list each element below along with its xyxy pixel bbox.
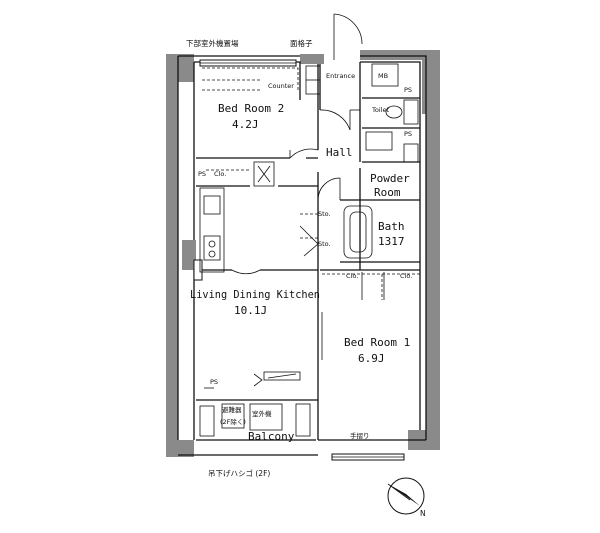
label-handrail: 手摺り: [350, 431, 370, 440]
label-bedroom2-name: Bed Room 2: [218, 102, 284, 115]
label-entrance: Entrance: [326, 72, 355, 80]
label-balcony-note-1: 避難器: [222, 405, 242, 414]
label-sto-2: Sto.: [318, 240, 331, 248]
label-powder-2: Room: [374, 186, 401, 199]
north-arrow: [387, 477, 425, 515]
label-mb: MB: [378, 72, 388, 80]
label-bedroom1-name: Bed Room 1: [344, 336, 410, 349]
label-balcony: Balcony: [248, 430, 295, 443]
label-bedroom1-size: 6.9J: [358, 352, 385, 365]
label-clo-3: Clo.: [400, 272, 412, 280]
counter-shelf: [202, 67, 299, 92]
label-sto-1: Sto.: [318, 210, 331, 218]
outer-walls: [166, 50, 440, 457]
label-north: N: [420, 509, 426, 518]
window-top: [193, 59, 405, 461]
label-top-right-note: 面格子: [290, 38, 313, 48]
wall-lines: [177, 55, 427, 456]
ldk-misc: [204, 371, 301, 389]
label-balcony-note-2: (2F除く): [220, 417, 246, 426]
label-hall: Hall: [326, 146, 353, 159]
label-bath-2: 1317: [378, 235, 405, 248]
label-ldk-name: Living Dining Kitchen: [190, 288, 320, 301]
label-toilet: Toilet: [371, 106, 389, 114]
label-clo-1: Clo.: [214, 170, 226, 178]
label-ps-1: PS: [404, 86, 412, 94]
kitchen-counter: [199, 161, 275, 273]
label-counter: Counter: [268, 82, 294, 90]
bath-tub: [343, 205, 373, 259]
closets: [206, 169, 420, 300]
entrance-area: [305, 63, 399, 95]
door-swings: [231, 13, 385, 360]
toilet-fixture: [365, 99, 419, 163]
label-ps-4: PS: [210, 378, 218, 386]
label-bottom-note: 吊下げハシゴ (2F): [208, 468, 270, 478]
label-top-left-note: 下部室外機置場: [186, 38, 239, 48]
label-ps-3: PS: [198, 170, 206, 178]
label-bedroom2-size: 4.2J: [232, 118, 259, 131]
label-balcony-note-3: 室外機: [252, 409, 272, 418]
label-ps-2: PS: [404, 130, 412, 138]
label-clo-2: Clo.: [346, 272, 358, 280]
balcony-area: [199, 403, 311, 437]
label-ldk-size: 10.1J: [234, 304, 267, 317]
label-powder-1: Powder: [370, 172, 410, 185]
label-bath-1: Bath: [378, 220, 405, 233]
